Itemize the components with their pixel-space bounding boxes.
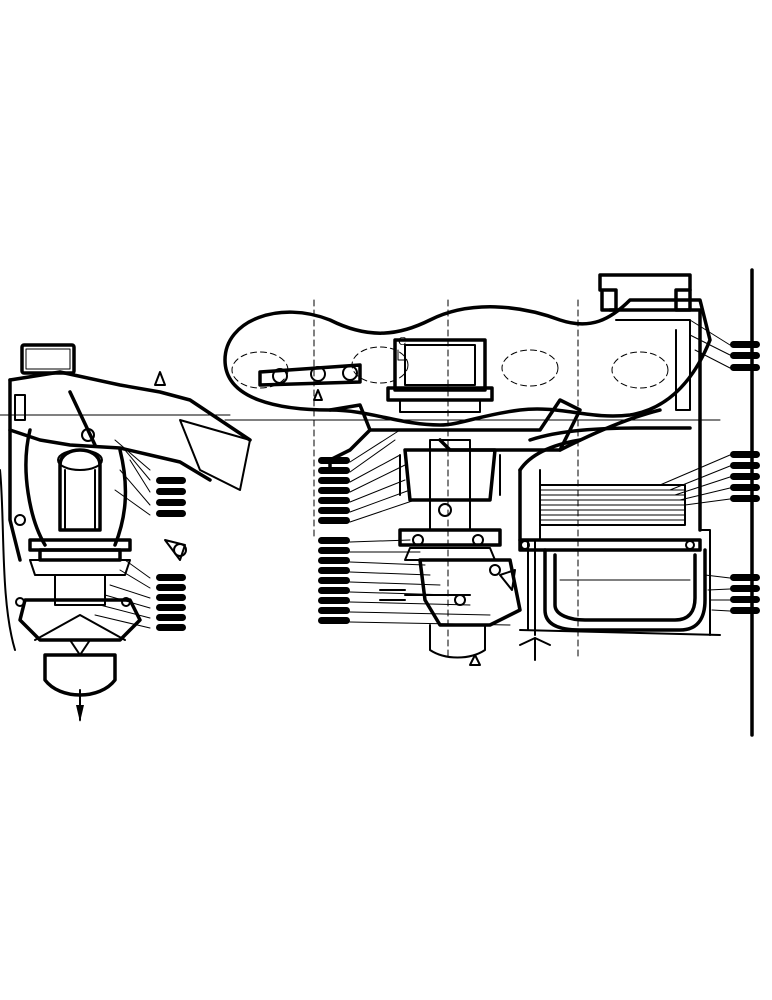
middle-callouts [318,457,350,624]
left-side-view [0,343,252,722]
left-callouts [156,477,186,631]
section-marker: C [398,335,406,348]
main-manifold-view: C [223,268,754,737]
right-callouts [730,341,760,614]
